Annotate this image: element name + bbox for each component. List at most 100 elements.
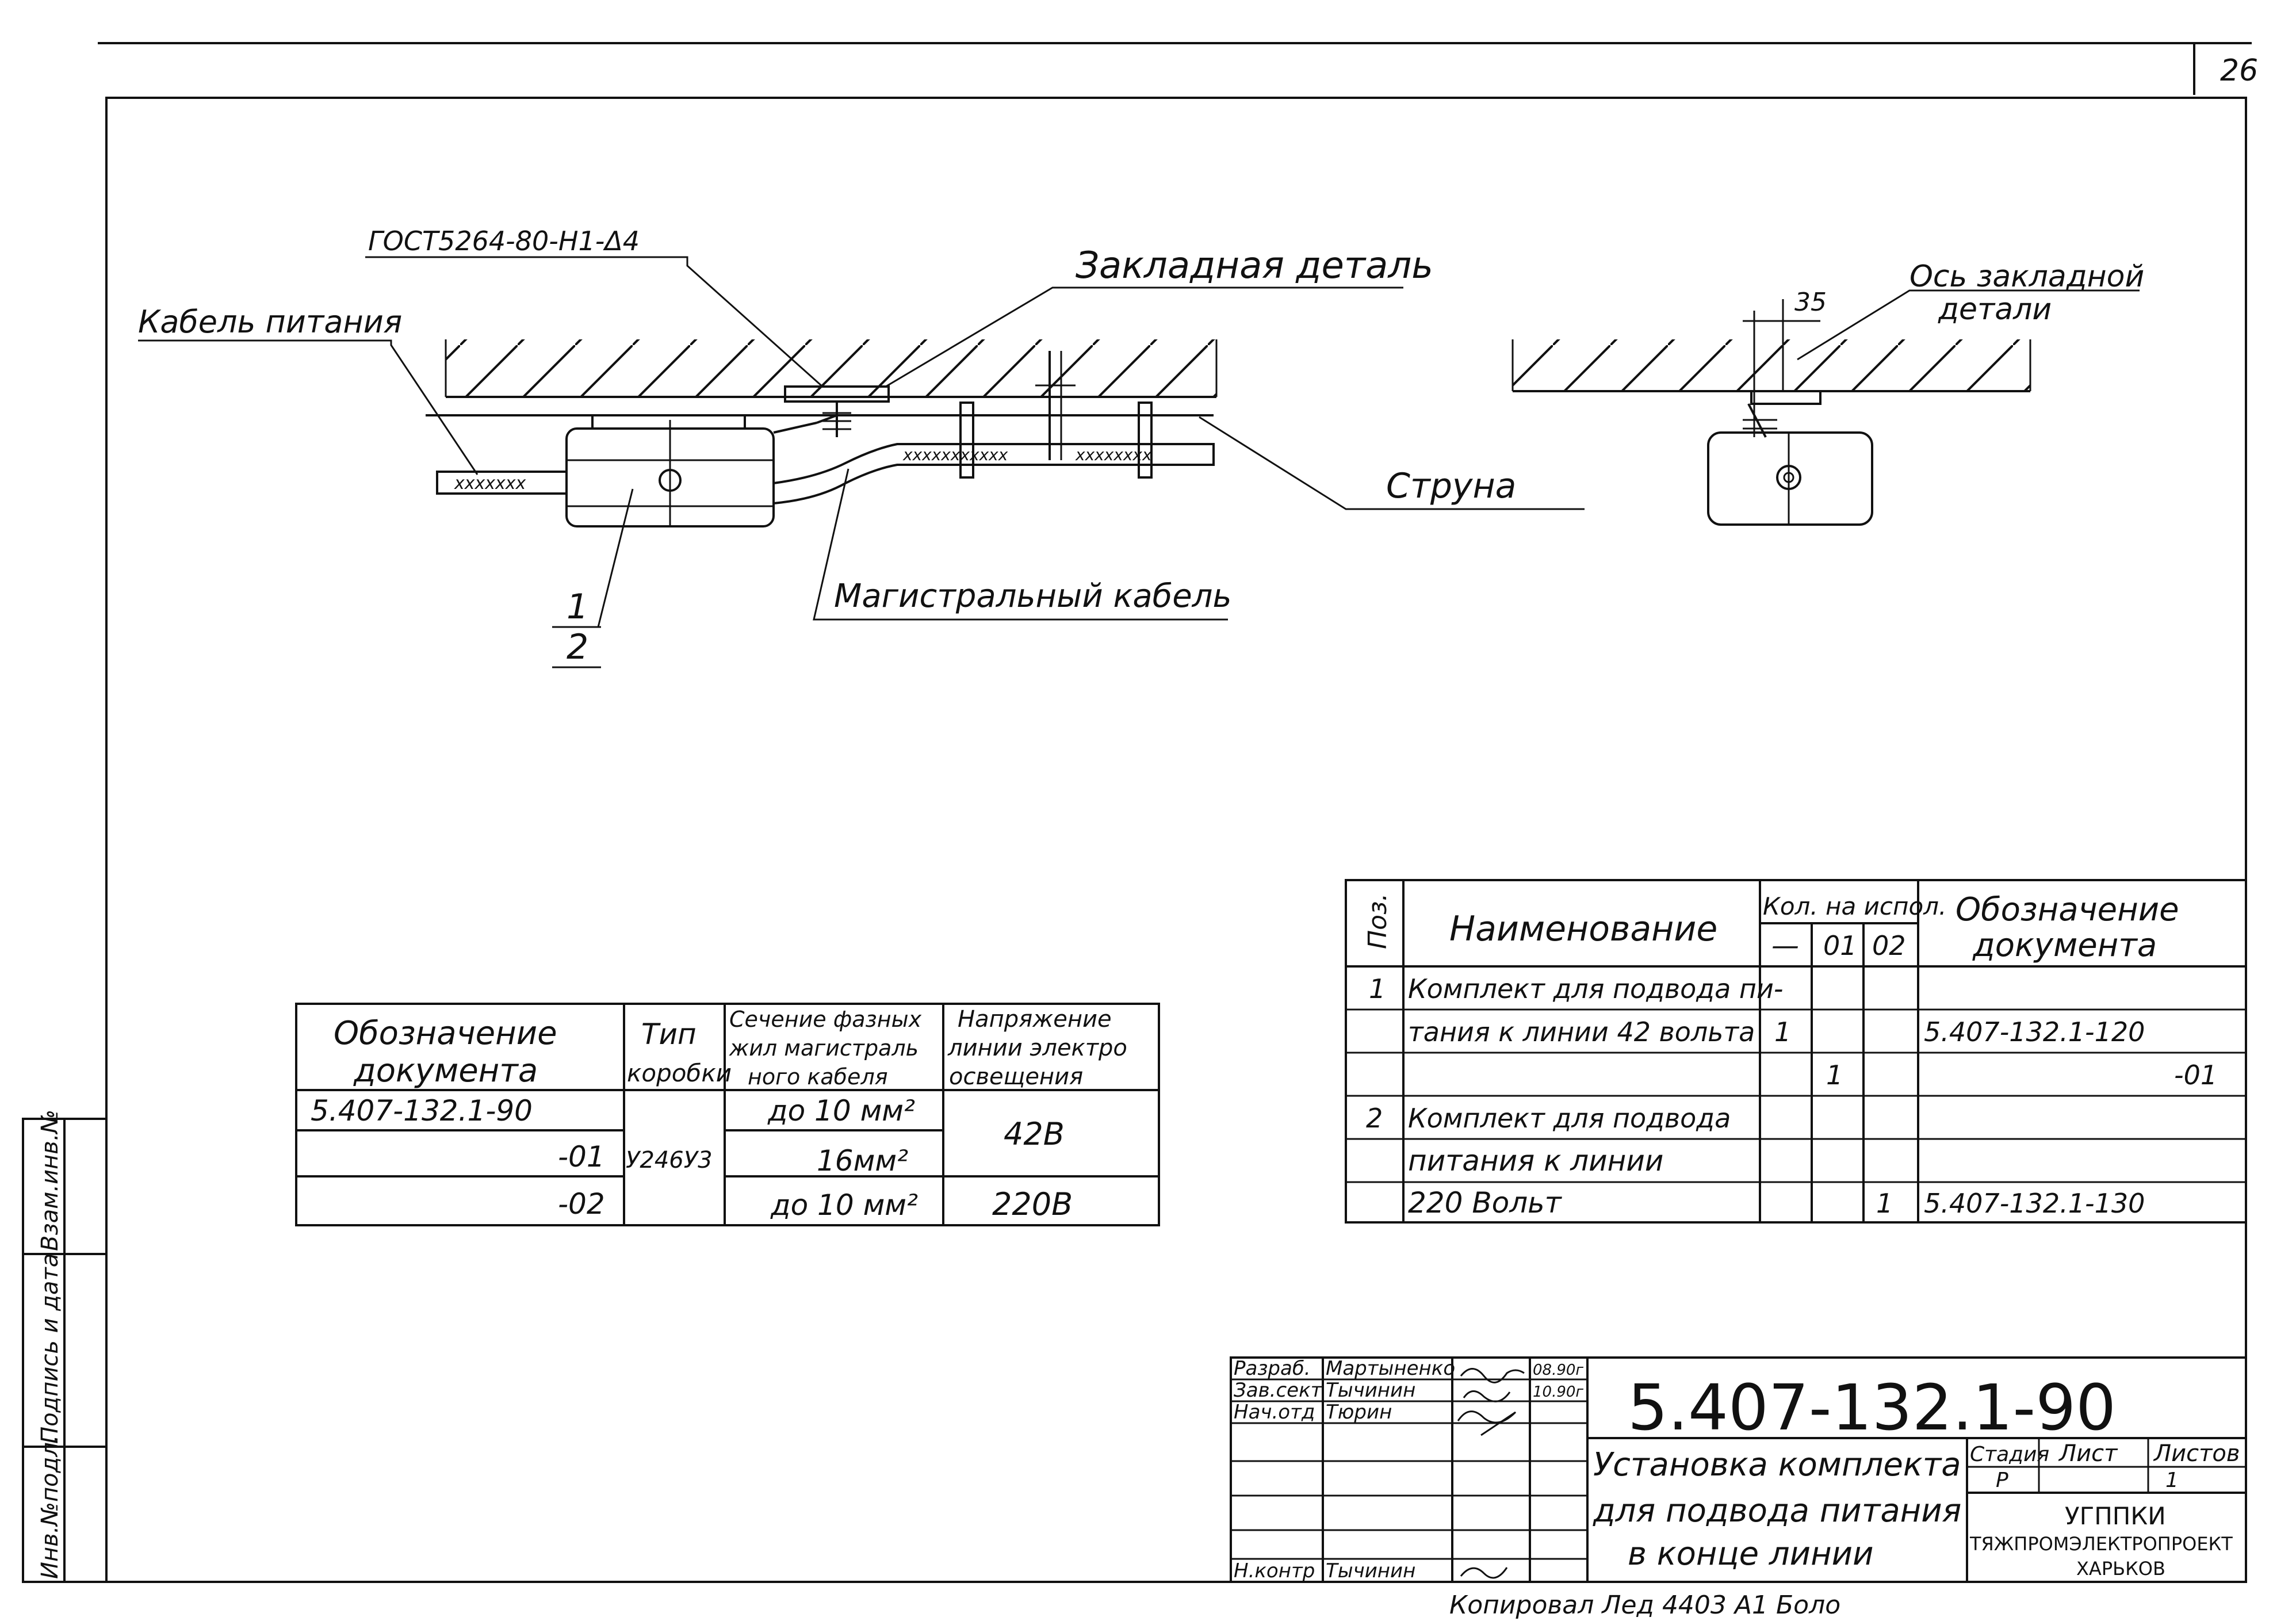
rt-row-doc: -01 [2174,1060,2217,1091]
left-table: Обозначение документа Тип коробки Сечени… [295,1003,1160,1226]
tb-name: Мартыненко [1326,1357,1455,1380]
side-stamp: Инв.№подл. Подпись и дата Взам.инв.№ [22,1110,108,1583]
side-embedded-plate [1750,390,1822,405]
rt-row-q0: 1 [1774,1016,1791,1047]
rt-row-name: тания к линии 42 вольта [1408,1016,1755,1047]
ceiling-slab-hatch [446,339,1216,397]
svg-text:xxxxxxx: xxxxxxx [454,473,526,494]
tb-name: Тюрин [1326,1401,1392,1424]
rt-row-name: питания к линии [1408,1144,1663,1177]
cable-clamp-2 [1138,402,1153,479]
tb-title-2: для подвода питания [1593,1492,1961,1530]
tb-stage-label: Стадия [1970,1443,2049,1466]
embedded-part-label: Закладная деталь [1076,244,1433,287]
tb-name: Тычинин [1326,1379,1415,1402]
tb-designation: 5.407-132.1-90 [1628,1371,2116,1444]
lt-row-doc: -01 [558,1140,605,1173]
power-cable [436,471,568,495]
tb-sheets: 1 [2165,1469,2179,1492]
cable-clamp-1 [959,402,974,479]
lt-header-volt-2: линии электро [947,1035,1127,1061]
rt-row-q2: 1 [1876,1188,1893,1219]
rt-header-doc-2: документа [1972,927,2157,964]
rt-row-name: Комплект для подвода [1408,1103,1731,1134]
rt-header-doc-1: Обозначение [1956,891,2179,928]
tb-date: 10.90г [1533,1383,1583,1401]
rt-header-qty-2: 02 [1872,930,1906,961]
rt-header-qty: Кол. на испол. [1763,892,1946,920]
tb-sheets-label: Листов [2153,1440,2240,1467]
dimension-35: 35 [1794,288,1827,317]
side-stamp-sign: Подпись и дата [37,1253,63,1444]
lt-box-type: У246У3 [626,1147,713,1173]
side-stamp-inv: Инв.№подл. [37,1435,63,1579]
box-screw [659,469,682,492]
tb-org-3: ХАРЬКОВ [2076,1558,2165,1580]
side-junction-box [1707,431,1873,526]
main-cable-label: Магистральный кабель [834,578,1231,615]
svg-text:xxxxxxxxxxx: xxxxxxxxxxx [902,445,1008,464]
lt-row-doc: -02 [558,1187,605,1221]
tb-sheet-label: Лист [2058,1440,2118,1467]
main-cable [772,443,1215,505]
rt-header-name: Наименование [1449,909,1717,949]
signature-1 [1460,1368,1525,1383]
rt-row-q1: 1 [1826,1060,1843,1091]
lt-header-type-1: Тип [641,1018,697,1051]
lt-voltage-220: 220В [992,1186,1073,1222]
left-detail-view: xxxxxxx xxxxxxxxxxx xxxxxxxx ГОСТ5264-80… [138,225,1585,668]
lt-header-doc-2: документа [353,1052,538,1089]
lt-row-doc: 5.407-132.1-90 [311,1094,533,1127]
right-side-view: 35 Ось закладной детали [1511,259,2144,526]
axis-leader [1797,289,2140,361]
axis-label-2: детали [1938,292,2052,327]
signature-2 [1463,1390,1511,1402]
tb-title-1: Установка комплекта [1593,1446,1961,1484]
lt-header-sec-3: ного кабеля [748,1064,888,1089]
tb-title-3: в конце линии [1628,1535,1873,1573]
tb-role: Нач.отд [1234,1401,1315,1424]
tb-control-name: Тычинин [1326,1559,1415,1582]
position-1-label: 1 [567,587,588,627]
rt-row-pos: 1 [1369,973,1386,1004]
rt-header-pos: Поз. [1363,893,1392,949]
gost-leader [365,256,823,388]
axis-label-1: Ось закладной [1909,259,2144,294]
side-stamp-repl: Взам.инв.№ [37,1110,63,1251]
tb-role: Разраб. [1234,1357,1311,1380]
footer-note: Копировал Лед 4403 А1 Боло [1449,1591,1840,1620]
lt-header-volt-3: освещения [949,1064,1083,1090]
rt-header-qty-1: 01 [1823,930,1857,961]
lt-header-type-2: коробки [627,1059,732,1087]
lt-header-sec-1: Сечение фазных [729,1007,922,1032]
power-cable-leader [138,339,479,475]
main-frame [105,97,2247,1583]
lt-row-section: до 10 мм² [767,1094,915,1127]
string-label: Струна [1386,466,1516,506]
string-leader [1199,416,1585,510]
signature-3 [1457,1410,1517,1436]
rt-row-doc: 5.407-132.1-120 [1924,1016,2145,1047]
lt-voltage-42: 42В [1004,1116,1065,1152]
lt-row-section: до 10 мм² [770,1188,918,1222]
rt-row-name: 220 Вольт [1408,1186,1563,1219]
rt-row-doc: 5.407-132.1-130 [1924,1188,2145,1219]
rt-row-pos: 2 [1366,1103,1383,1134]
position-2-label: 2 [567,627,588,667]
tb-org-1: УГППКИ [2065,1502,2166,1530]
right-table: Поз. Наименование Кол. на испол. — 01 02… [1345,879,2247,1224]
lt-row-section: 16мм² [817,1144,908,1177]
title-block: Разраб. Мартыненко 08.90г Зав.сект Тычин… [1230,1356,2247,1583]
tb-date: 08.90г [1533,1362,1583,1379]
pos-leader [552,488,634,628]
svg-text:xxxxxxxx: xxxxxxxx [1075,445,1152,464]
rt-row-name: Комплект для подвода пи- [1408,973,1783,1004]
lt-header-volt-1: Напряжение [958,1006,1112,1033]
lt-header-doc-1: Обозначение [334,1015,557,1052]
lt-header-sec-2: жил магистраль [729,1035,919,1061]
rt-header-qty-0: — [1771,930,1799,962]
side-slab-hatch [1513,339,2030,391]
tb-control-role: Н.контр [1234,1559,1315,1582]
main-cable-leader [813,468,1228,621]
